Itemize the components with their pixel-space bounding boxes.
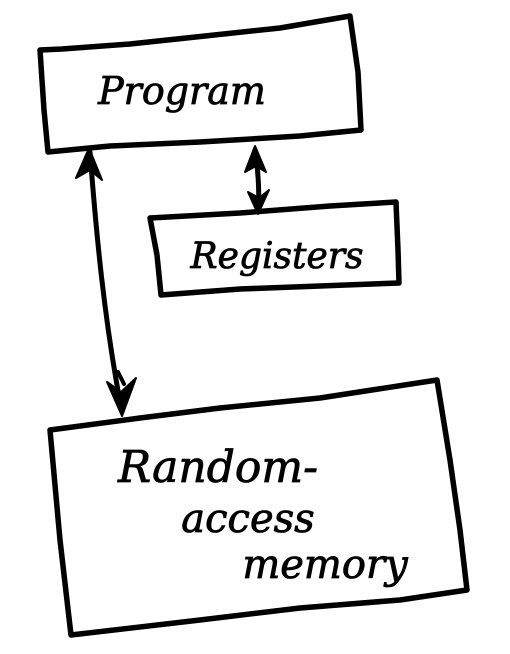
arrowhead-up-icon [75,147,103,181]
memory-label-line-3: memory [242,542,409,588]
edge-program-registers [244,145,270,215]
arrowhead-down-icon [106,377,137,417]
memory-label-line-2: access [181,496,314,542]
edge-program-memory [75,147,137,417]
arrowhead-down-icon [247,189,270,215]
registers-label: Registers [190,236,364,277]
registers-box [147,199,402,298]
memory-node: Random- access memory [47,377,470,638]
edge-program-memory-line [87,149,125,415]
program-label: Program [97,69,266,113]
registers-node: Registers [147,199,402,298]
program-box [37,13,364,155]
memory-label-line-1: Random- [117,442,318,493]
memory-box [47,377,470,638]
arrowhead-up-icon [244,145,267,173]
program-node: Program [37,13,364,155]
stray-mark [116,370,126,386]
